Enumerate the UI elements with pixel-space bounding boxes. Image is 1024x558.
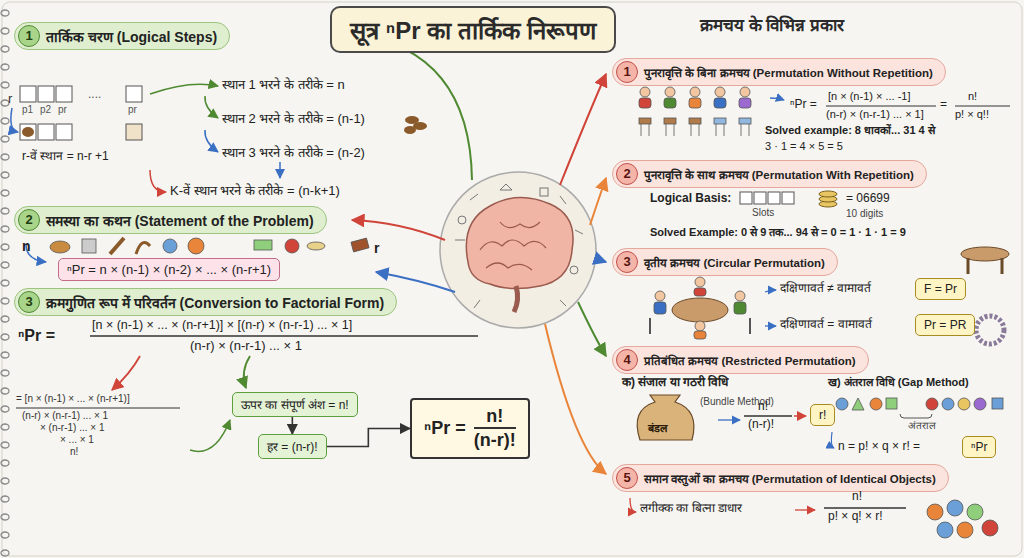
connector-arrow [327, 429, 410, 447]
formula-text: ⁿPr [971, 440, 987, 454]
note-label: दक्षिणावर्त ≠ वामावर्त [780, 282, 871, 296]
note-label: K-वें स्थान भरने के तरीके = (n-k+1) [170, 184, 340, 199]
formula-text: Pr = PR [924, 318, 966, 332]
note-label: क) संजाल या गठरी विधि [622, 376, 728, 390]
note-label: p2 [40, 104, 51, 116]
formula-box: ⁿPr = n × (n-1) × (n-2) × ... × (n-r+1) [58, 258, 280, 281]
note-label: स्थान 1 भरने के तरीके = n [222, 78, 345, 93]
note-label: = [n × (n-1) × ... × (n-r+1)] [16, 393, 130, 405]
note-label: (n-r) × (n-r-1) ... × 1] [826, 108, 924, 121]
note-label: क्रमचय के विभिन्न प्रकार [700, 16, 844, 36]
section-number: 1 [18, 25, 40, 47]
note-label: ख) अंतराल विधि (Gap Method) [828, 376, 969, 389]
section-heading: 1 पुनरावृत्ति के बिना क्रमचय (Permutation… [612, 58, 946, 86]
note-label: r [374, 240, 379, 256]
title-box: सूत्र ⁿPr का तार्किक निरूपण [330, 6, 616, 53]
note-label: Solved Example: 0 से 9 तक... 94 से = 0 =… [650, 226, 906, 239]
section-heading: 1 तार्किक चरण (Logical Steps) [14, 22, 230, 50]
note-label: = 06699 [846, 192, 890, 206]
formula-text: ⁿPr = n × (n-1) × (n-2) × ... × (n-r+1) [67, 262, 271, 277]
section-title: समान वस्तुओं का क्रमचय (Permutation of I… [644, 471, 936, 486]
note-label: (n-r) × (n-r-1) ... × 1 [190, 339, 302, 354]
section-number: 2 [18, 209, 40, 231]
section-heading: 3 क्रमगुणित रूप में परिवर्तन (Conversion … [14, 288, 397, 316]
note-label: n = p! × q × r! = [838, 440, 920, 454]
note-label: ⁿPr = [790, 98, 817, 112]
note-label: स्थान 2 भरने के तरीके = (n-1) [222, 112, 365, 127]
section-heading: 4 प्रतिबंधित क्रमचय (Restricted Permutati… [612, 346, 869, 374]
note-label: p! × q!! [955, 108, 989, 121]
connector-arrow [292, 417, 294, 434]
note-label: = [940, 98, 947, 112]
note-label: n [22, 238, 31, 254]
note-label: [n × (n-1) × ... × (n-r+1)] × [(n-r) × (… [92, 318, 352, 332]
note-label: n! [758, 400, 768, 414]
formula-box: Pr = PR [915, 314, 975, 336]
section-number: 2 [616, 163, 638, 185]
formula-box: ऊपर का संपूर्ण अंश = n! [232, 392, 358, 417]
section-title: तार्किक चरण (Logical Steps) [46, 27, 217, 46]
note-label: (n-r)! [748, 418, 774, 432]
section-number: 5 [616, 467, 638, 489]
formula-box: हर = (n-r)! [258, 434, 327, 459]
note-label: अंतराल [908, 420, 936, 432]
formula-text: r! [819, 408, 826, 422]
section-number: 3 [616, 251, 638, 273]
section-title: पुनरावृत्ति के साथ क्रमचय (Permutation W… [644, 167, 914, 182]
note-label: Logical Basis: [650, 192, 731, 206]
note-label: बंडल [648, 422, 667, 435]
note-label: r [8, 92, 12, 107]
note-label: [n × (n-1) × ... -1] [828, 90, 911, 103]
note-label: 3 · 1 = 4 × 5 = 5 [765, 140, 843, 153]
note-label: r-वें स्थान = n-r +1 [22, 150, 109, 164]
fraction: n!(n-r)! [474, 406, 516, 451]
formula-text: F = Pr [924, 282, 957, 296]
note-label: Solved example: 8 धावकों... 31 4 से [765, 124, 935, 137]
note-label: Slots [752, 207, 774, 219]
section-heading: 2 समस्या का कथन (Statement of the Problem… [14, 206, 327, 234]
section-number: 3 [18, 291, 40, 313]
numerator: n! [486, 406, 503, 427]
note-label: p! × q! × r! [828, 510, 883, 524]
section-title: पुनरावृत्ति के बिना क्रमचय (Permutation … [644, 65, 933, 80]
note-label: n! [968, 90, 977, 103]
result-box: ⁿPr = n!(n-r)! [410, 398, 530, 459]
section-number: 1 [616, 61, 638, 83]
section-title: क्रमगुणित रूप में परिवर्तन (Conversion t… [46, 293, 384, 312]
section-heading: 3 वृतीय क्रमचय (Circular Permutation) [612, 248, 838, 276]
note-label: × (n-r-1) ... × 1 [40, 422, 104, 434]
formula-lhs: ⁿPr = [424, 418, 466, 439]
note-label: × ... × 1 [60, 434, 94, 446]
formula-text: ऊपर का संपूर्ण अंश = n! [241, 398, 349, 412]
note-label: n! [70, 446, 78, 458]
note-label: .... [88, 88, 101, 102]
note-label: pr [128, 104, 137, 116]
formula-box: F = Pr [915, 278, 966, 300]
note-label: n! [852, 490, 862, 504]
denominator: (n-r)! [474, 427, 516, 451]
formula-box: r! [810, 404, 835, 426]
section-title: समस्या का कथन (Statement of the Problem) [46, 211, 314, 230]
note-label: स्थान 3 भरने के तरीके = (n-2) [222, 146, 365, 161]
note-label: p1 [22, 104, 33, 116]
note-label: लगीक्क का बित्ना डाधार [640, 502, 742, 516]
note-label: pr [58, 104, 67, 116]
section-number: 4 [616, 349, 638, 371]
note-label: ⁿPr = [18, 327, 55, 345]
formula-box: ⁿPr [962, 436, 996, 458]
formula-text: हर = (n-r)! [267, 440, 318, 454]
note-label: (n-r) × (n-r-1) ... × 1 [22, 410, 108, 422]
section-heading: 5 समान वस्तुओं का क्रमचय (Permutation of … [612, 464, 949, 492]
section-heading: 2 पुनरावृत्ति के साथ क्रमचय (Permutation … [612, 160, 927, 188]
note-label: 10 digits [846, 208, 883, 220]
note-label: दक्षिणावर्त = वामावर्त [780, 318, 872, 332]
section-title: वृतीय क्रमचय (Circular Permutation) [644, 255, 825, 270]
section-title: प्रतिबंधित क्रमचय (Restricted Permutatio… [644, 353, 856, 368]
